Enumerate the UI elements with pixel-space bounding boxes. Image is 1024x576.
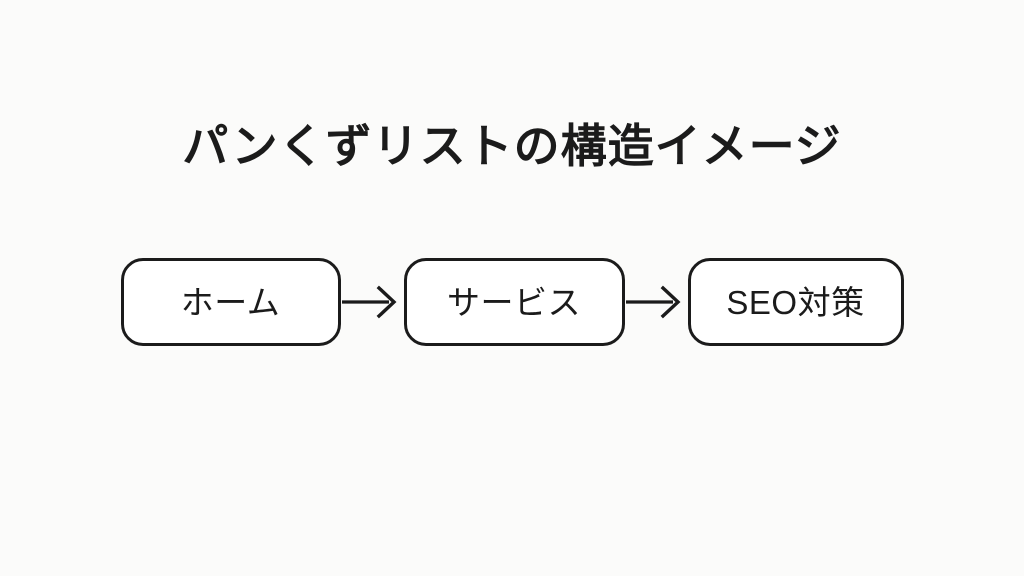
page-title: パンくずリストの構造イメージ (182, 120, 842, 172)
breadcrumb-flow: ホーム サービス SEO対策 (0, 256, 1024, 348)
breadcrumb-node-home[interactable]: ホーム (120, 258, 341, 346)
breadcrumb-node-label: サービス (447, 283, 581, 321)
breadcrumb-node-service[interactable]: サービス (403, 258, 625, 346)
breadcrumb-node-label: ホーム (180, 283, 281, 321)
arrow-service-to-seo-icon (625, 282, 688, 322)
arrow-home-to-service-icon (341, 282, 404, 322)
breadcrumb-node-label: SEO対策 (726, 283, 865, 321)
breadcrumb-node-seo[interactable]: SEO対策 (687, 258, 904, 346)
